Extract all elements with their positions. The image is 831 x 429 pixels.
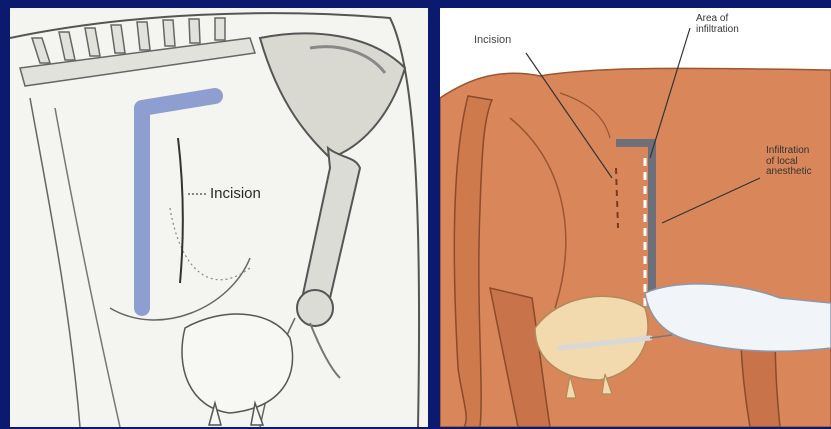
area-of-infiltration-label: Area of infiltration — [696, 14, 739, 35]
udder — [182, 314, 293, 413]
cow-flank-drawing — [440, 8, 831, 427]
incision-label-right: Incision — [474, 35, 511, 47]
pelvis — [260, 33, 405, 158]
incision-label: Incision — [210, 186, 261, 202]
block-marker-inverted-l — [142, 96, 215, 308]
skeleton-drawing — [10, 8, 428, 427]
left-panel-skeleton-diagram: Incision — [10, 8, 428, 427]
infiltration-of-local-anesthetic-label: Infiltration of local anesthetic — [766, 146, 812, 178]
femur — [300, 148, 360, 313]
spine — [20, 18, 255, 86]
right-panel-flank-illustration: Incision Area of infiltration Infiltrati… — [440, 8, 831, 427]
incision-line — [178, 138, 183, 283]
